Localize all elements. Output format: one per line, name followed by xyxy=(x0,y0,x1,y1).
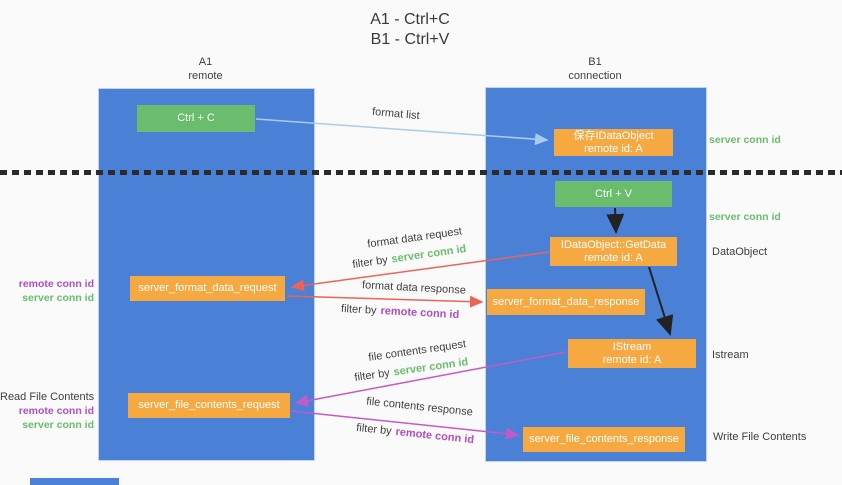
istream-box: IStream remote id: A xyxy=(568,339,696,368)
column-a1-subtitle: remote xyxy=(188,70,223,82)
save-dataobject-box: 保存IDataObject remote id: A xyxy=(554,129,673,156)
column-header-b1: B1 connection xyxy=(485,55,705,83)
ctrl-v-label: Ctrl + V xyxy=(595,187,632,200)
server-format-data-request-box: server_format_data_request xyxy=(130,276,285,301)
server-conn-id-right-mid: server conn id xyxy=(709,211,781,223)
filter-by-text: filter by xyxy=(351,254,389,271)
getdata-box: IDataObject::GetData remote id: A xyxy=(550,237,677,266)
bottom-left-blue-bar xyxy=(30,478,119,485)
remote-conn-id-text: remote conn id xyxy=(380,304,460,322)
dataobject-side-label: DataObject xyxy=(712,246,768,258)
filter-by-text: filter by xyxy=(340,302,377,317)
istream-line1: IStream xyxy=(612,340,652,353)
server-file-contents-response-box: server_file_contents_response xyxy=(523,427,685,452)
server-conn-id-left-upper: server conn id xyxy=(22,292,94,304)
left-conn-id-labels-upper: remote conn id server conn id xyxy=(0,277,94,305)
server-conn-id-text: server conn id xyxy=(390,243,467,266)
istream-side-label: Istream xyxy=(712,349,749,361)
save-dataobject-line1: 保存IDataObject xyxy=(573,129,654,142)
column-b1-subtitle: connection xyxy=(568,70,622,82)
getdata-line1: IDataObject::GetData xyxy=(560,238,667,251)
server-file-contents-request-box: server_file_contents_request xyxy=(128,393,290,418)
remote-conn-id-left-lower: remote conn id xyxy=(18,405,94,417)
title-line-2: B1 - Ctrl+V xyxy=(370,31,450,48)
filter-by-text: filter by xyxy=(355,421,393,438)
server-conn-id-right-top: server conn id xyxy=(709,134,781,146)
remote-conn-id-text: remote conn id xyxy=(394,425,475,447)
left-labels-lower: Read File Contents remote conn id server… xyxy=(0,390,94,432)
server-format-data-response-box: server_format_data_response xyxy=(487,289,645,315)
remote-conn-id-left-upper: remote conn id xyxy=(18,278,94,290)
istream-line2: remote id: A xyxy=(602,353,662,366)
server-conn-id-left-lower: server conn id xyxy=(22,419,94,431)
write-file-contents-label: Write File Contents xyxy=(713,431,807,443)
server-format-data-response-label: server_format_data_response xyxy=(492,295,640,308)
column-b1-name: B1 xyxy=(588,56,602,68)
format-list-label: format list xyxy=(372,106,421,122)
title-line-1: A1 - Ctrl+C xyxy=(370,11,450,28)
dashed-divider-line xyxy=(0,170,842,175)
getdata-line2: remote id: A xyxy=(584,251,643,264)
column-header-a1: A1 remote xyxy=(98,55,313,83)
column-a1-name: A1 xyxy=(198,56,213,68)
ctrl-v-box: Ctrl + V xyxy=(555,181,672,207)
format-data-response-label: format data response xyxy=(362,279,466,296)
file-contents-response-label: file contents response xyxy=(366,395,474,418)
format-data-response-arrow xyxy=(286,295,484,308)
file-contents-response-text: file contents response xyxy=(365,395,474,419)
filter-by-text: filter by xyxy=(353,367,391,384)
format-data-response-text: format data response xyxy=(361,279,467,297)
server-conn-id-text: server conn id xyxy=(392,356,469,379)
diagram-title: A1 - Ctrl+C B1 - Ctrl+V xyxy=(0,10,820,50)
format-list-text: format list xyxy=(371,105,421,123)
server-format-data-request-label: server_format_data_request xyxy=(138,282,277,294)
ctrl-c-label: Ctrl + C xyxy=(177,112,215,124)
server-file-contents-request-label: server_file_contents_request xyxy=(138,399,280,411)
ctrl-c-box: Ctrl + C xyxy=(137,105,255,132)
read-file-contents-label: Read File Contents xyxy=(0,391,95,403)
server-file-contents-response-label: server_file_contents_response xyxy=(529,433,679,445)
save-dataobject-line2: remote id: A xyxy=(584,142,643,155)
